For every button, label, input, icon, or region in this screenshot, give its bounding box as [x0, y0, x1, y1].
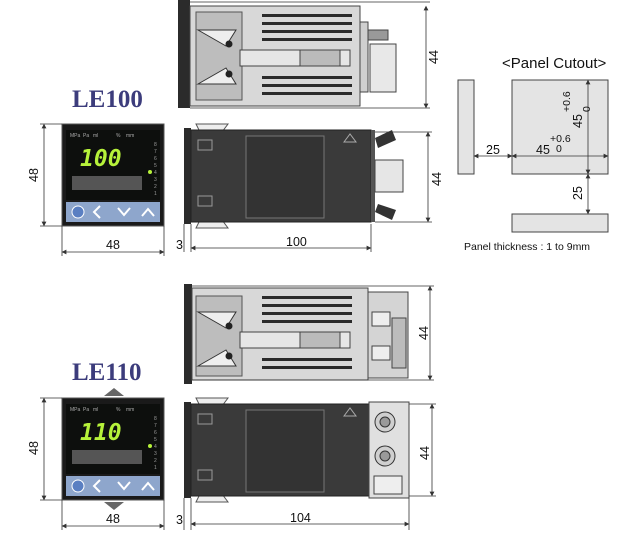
le100-side-height: 44	[430, 172, 444, 186]
status-label: Pa	[83, 407, 89, 413]
led-number: 3	[154, 177, 157, 183]
panel-cutout-title: <Panel Cutout>	[502, 55, 606, 72]
led-number: 4	[154, 170, 157, 176]
led-number: 5	[154, 437, 157, 443]
status-label: ml	[93, 133, 98, 139]
status-label: %	[116, 133, 121, 139]
le110-front-width: 48	[106, 512, 120, 526]
le110-top-height: 44	[417, 326, 431, 340]
led-number: 8	[154, 416, 157, 422]
le110-front-height: 48	[27, 441, 41, 455]
le100-front-view: MPa Pa ml % mm 100 8 7 6 5 4 3 2 1	[61, 123, 165, 227]
led-number: 2	[154, 458, 157, 464]
led-number: 2	[154, 184, 157, 190]
status-label: MPa	[70, 407, 81, 413]
status-label: MPa	[70, 133, 81, 139]
cutout-height: 45	[571, 114, 585, 128]
le100-bezel: 3	[176, 238, 183, 252]
led-number: 1	[154, 191, 157, 197]
led-number: 3	[154, 451, 157, 457]
led-number: 7	[154, 423, 157, 429]
led-number: 5	[154, 163, 157, 169]
le110-top-view	[184, 284, 409, 384]
le110-bezel: 3	[176, 513, 183, 527]
cutout-height-tol-plus: +0.6	[561, 91, 573, 112]
le110-side-height: 44	[418, 446, 432, 460]
le100-depth: 100	[286, 235, 307, 249]
le110-side-view	[184, 397, 410, 503]
le110-display: 110	[80, 420, 122, 446]
cutout-width: 45	[536, 143, 550, 157]
le110-depth: 104	[290, 511, 311, 525]
led-number: 6	[154, 430, 157, 436]
status-label: mm	[126, 407, 134, 413]
le100-top-height: 44	[427, 50, 441, 64]
status-label: %	[116, 407, 121, 413]
led-number: 4	[154, 444, 157, 450]
cutout-width-tol-zero: 0	[556, 143, 562, 155]
le100-side-view	[184, 123, 404, 229]
le110-front-view: MPa Pa ml % mm 110 8 7 6 5 4 3 2 1	[61, 388, 165, 510]
model-label-le110: LE110	[72, 359, 141, 386]
model-label-le100: LE100	[72, 86, 143, 113]
led-number: 8	[154, 142, 157, 148]
le100-front-width: 48	[106, 238, 120, 252]
cutout-spacing-v: 25	[571, 186, 585, 200]
led-number: 7	[154, 149, 157, 155]
le100-display: 100	[80, 146, 122, 172]
led-number: 6	[154, 156, 157, 162]
status-label: mm	[126, 133, 134, 139]
cutout-spacing-h: 25	[486, 143, 500, 157]
cutout-width-tol-plus: +0.6	[550, 133, 571, 145]
le100-front-height: 48	[27, 168, 41, 182]
led-number: 1	[154, 465, 157, 471]
cutout-height-tol-zero: 0	[581, 106, 593, 112]
status-label: ml	[93, 407, 98, 413]
panel-thickness-note: Panel thickness : 1 to 9mm	[464, 241, 590, 253]
status-label: Pa	[83, 133, 89, 139]
le100-top-view	[178, 0, 397, 108]
